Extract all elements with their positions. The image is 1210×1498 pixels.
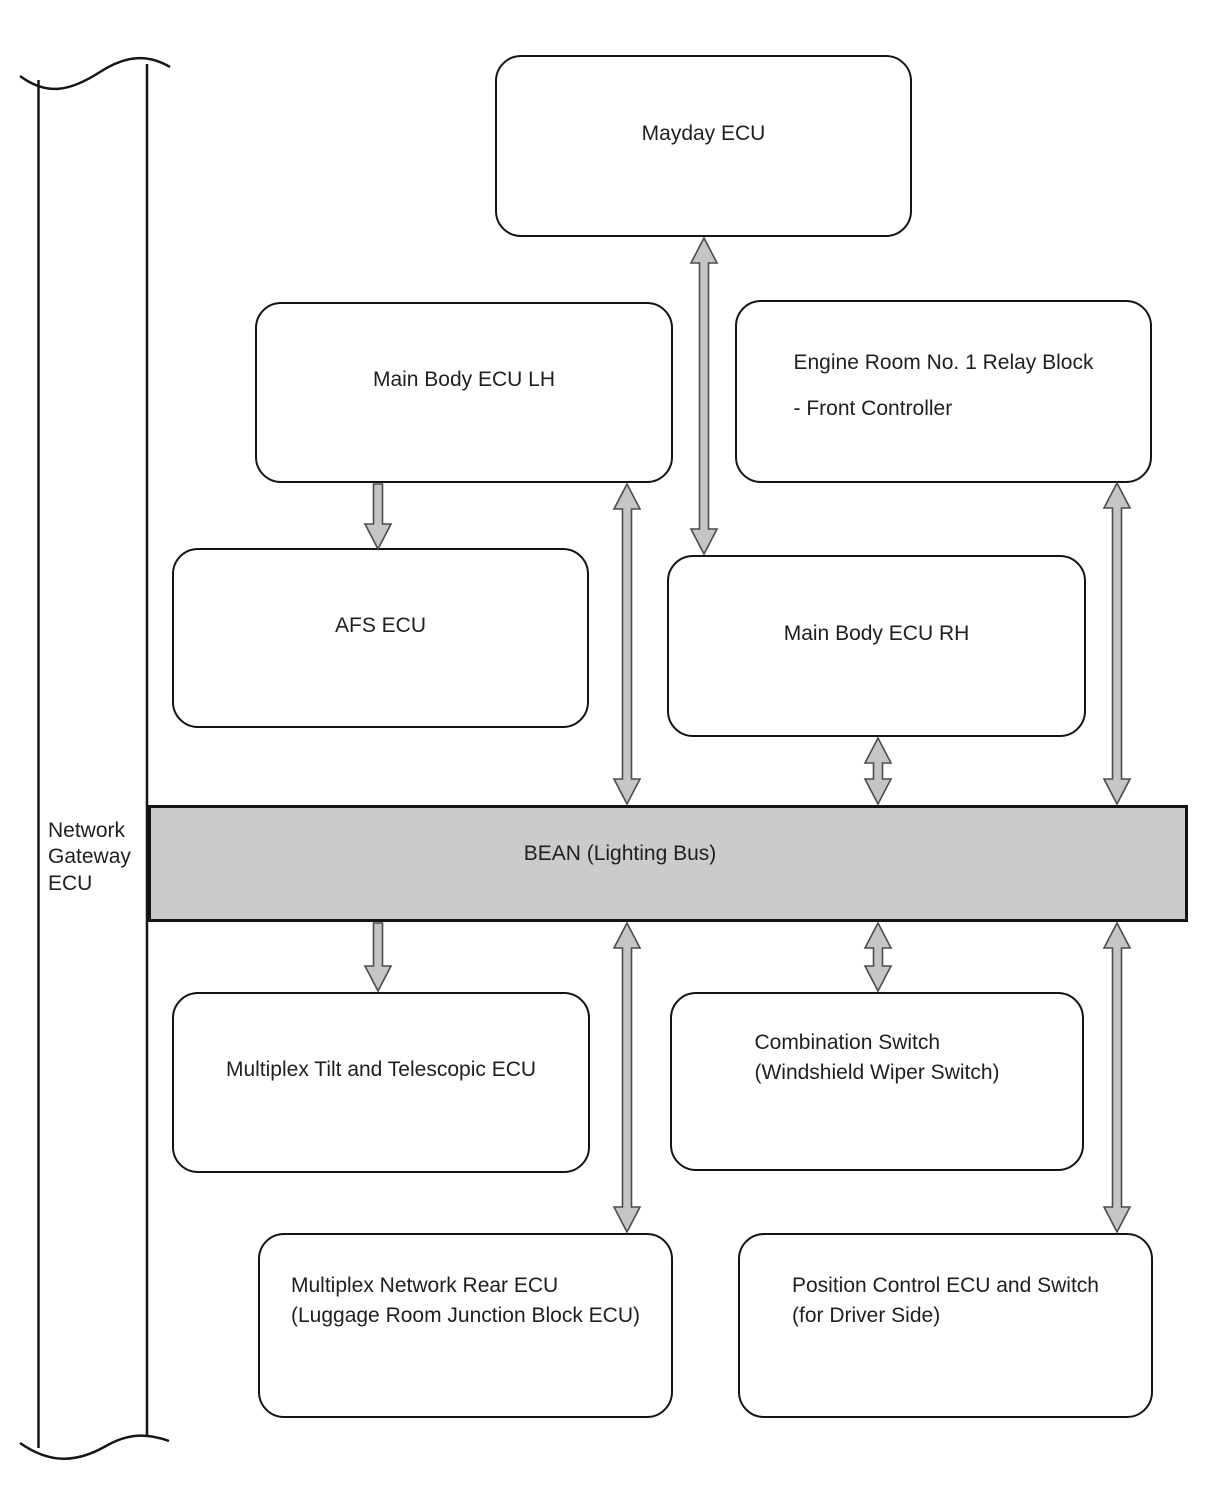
arrow-bus-to-multiplex-rear <box>612 921 642 1234</box>
arrow-main-body-lh-to-afs <box>363 483 393 551</box>
node-position-control-ecu-switch: Position Control ECU and Switch (for Dri… <box>738 1233 1153 1418</box>
node-combination-switch-line2: (Windshield Wiper Switch) <box>754 1061 1000 1085</box>
arrow-mayday-to-main-body-rh <box>689 236 719 556</box>
node-multiplex-network-rear-ecu-line2: (Luggage Room Junction Block ECU) <box>290 1304 640 1328</box>
arrow-engine-room-to-bus <box>1102 481 1132 806</box>
node-main-body-ecu-rh: Main Body ECU RH <box>667 555 1086 737</box>
node-combination-switch-line1: Combination Switch <box>754 1031 941 1054</box>
gateway-bar-bottom-wave <box>19 1434 170 1460</box>
node-position-control-ecu-switch-line1: Position Control ECU and Switch <box>792 1274 1099 1297</box>
node-multiplex-network-rear-ecu-label: Multiplex Network Rear ECU (Luggage Room… <box>291 1271 640 1416</box>
node-engine-room-relay-block-label: Engine Room No. 1 Relay Block - Front Co… <box>794 348 1094 481</box>
node-position-control-ecu-switch-line2: (for Driver Side) <box>792 1304 941 1328</box>
node-main-body-ecu-rh-label: Main Body ECU RH <box>783 621 970 645</box>
bean-lighting-bus-label: BEAN (Lighting Bus) <box>523 841 717 865</box>
node-mayday-ecu: Mayday ECU <box>495 55 912 237</box>
gateway-bar-top-wave <box>19 56 171 91</box>
node-multiplex-network-rear-ecu-line1: Multiplex Network Rear ECU <box>290 1274 559 1297</box>
arrow-main-body-rh-to-bus <box>863 736 893 806</box>
node-multiplex-tilt-telescopic-ecu: Multiplex Tilt and Telescopic ECU <box>172 992 590 1173</box>
arrow-bus-to-position-control <box>1102 921 1132 1234</box>
arrow-main-body-lh-to-bus <box>612 482 642 806</box>
node-mayday-ecu-label: Mayday ECU <box>641 121 766 145</box>
node-engine-room-relay-block-line1: Engine Room No. 1 Relay Block <box>793 351 1094 374</box>
node-main-body-ecu-lh-label: Main Body ECU LH <box>372 368 556 392</box>
arrow-bus-to-combination-switch <box>863 921 893 993</box>
node-main-body-ecu-lh: Main Body ECU LH <box>255 302 673 483</box>
node-afs-ecu: AFS ECU <box>172 548 589 728</box>
bean-lighting-bus: BEAN (Lighting Bus) <box>148 805 1188 922</box>
node-engine-room-relay-block: Engine Room No. 1 Relay Block - Front Co… <box>735 300 1152 483</box>
node-combination-switch: Combination Switch (Windshield Wiper Swi… <box>670 992 1084 1171</box>
node-position-control-ecu-switch-label: Position Control ECU and Switch (for Dri… <box>792 1271 1099 1416</box>
node-combination-switch-label: Combination Switch (Windshield Wiper Swi… <box>754 1028 999 1169</box>
node-engine-room-relay-block-line2: - Front Controller <box>793 397 953 421</box>
network-gateway-ecu-label: Network Gateway ECU <box>48 819 131 895</box>
arrow-bus-to-multiplex-tilt <box>363 922 393 993</box>
node-afs-ecu-label: AFS ECU <box>334 613 426 637</box>
node-multiplex-network-rear-ecu: Multiplex Network Rear ECU (Luggage Room… <box>258 1233 673 1418</box>
node-multiplex-tilt-telescopic-ecu-label: Multiplex Tilt and Telescopic ECU <box>225 1058 537 1082</box>
